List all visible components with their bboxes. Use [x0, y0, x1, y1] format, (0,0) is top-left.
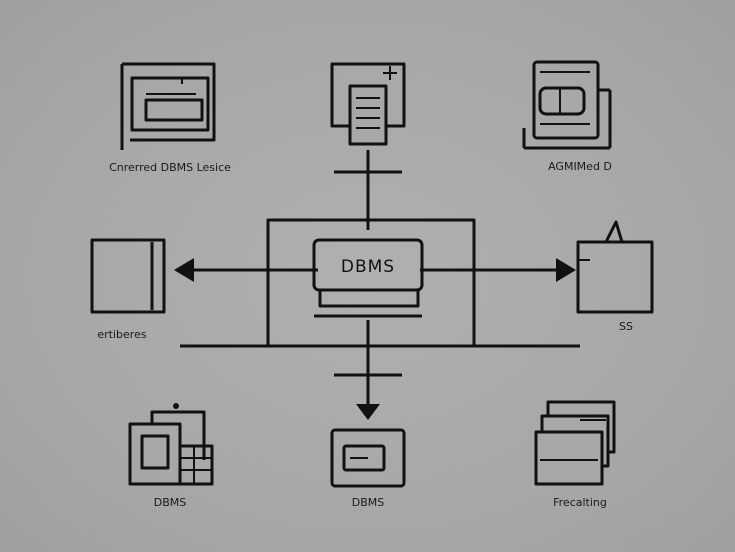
node-left: ertiberes	[90, 238, 166, 341]
server-box-body	[90, 238, 166, 314]
central-frame	[180, 218, 580, 348]
monitor-window-icon	[120, 62, 216, 150]
dbms-laptop-icon: DBMS	[312, 238, 424, 318]
tablet-content-pill	[538, 86, 586, 116]
node-right-label: SS	[619, 320, 633, 333]
document-grid-icon	[128, 403, 214, 486]
tablet-body	[532, 60, 600, 140]
device-body	[330, 428, 406, 488]
document-front	[348, 84, 388, 146]
node-top-left-label: Cnrerred DBMS Lesice	[109, 161, 231, 174]
card-front	[534, 430, 604, 486]
node-bottom-center: DBMS	[330, 428, 406, 509]
dbms-center-label: DBMS	[341, 257, 395, 277]
node-bottom-right: Frecalting	[534, 400, 616, 509]
node-top-left: Cnrerred DBMS Lesice	[109, 62, 231, 174]
central-frame-box	[266, 218, 476, 348]
node-top-center	[330, 62, 406, 146]
folder-body	[576, 240, 654, 314]
node-bottom-right-label: Frecalting	[553, 496, 607, 509]
dbms-laptop-base	[318, 288, 420, 308]
tablet-icon	[522, 60, 612, 150]
monitor-outer	[122, 62, 216, 142]
monitor-inner-frame	[130, 76, 210, 132]
doc-grid-back	[150, 410, 206, 460]
down-arrow-head	[356, 404, 380, 420]
doc-grid-table	[178, 444, 214, 486]
doc-grid-window	[140, 434, 170, 470]
folder-tab-icon	[576, 220, 654, 314]
folder-tab	[604, 220, 624, 243]
node-right: SS	[576, 220, 654, 333]
left-arrow	[174, 258, 318, 282]
stacked-cards-icon	[534, 400, 616, 486]
node-left-label: ertiberes	[97, 328, 146, 341]
documents-icon	[330, 62, 406, 146]
top-connector	[334, 150, 402, 230]
doc-grid-front	[128, 422, 182, 486]
device-icon	[330, 428, 406, 488]
left-arrow-head	[174, 258, 194, 282]
right-arrow	[420, 258, 576, 282]
node-bottom-center-label: DBMS	[352, 496, 385, 509]
bottom-connector	[334, 320, 402, 420]
node-top-right-label: AGMIMed D	[548, 160, 612, 173]
node-bottom-left-label: DBMS	[154, 496, 187, 509]
monitor-content-box	[144, 98, 204, 122]
device-screen	[342, 444, 386, 472]
server-box-icon	[90, 238, 166, 314]
doc-grid-dot	[173, 403, 179, 409]
node-bottom-left: DBMS	[128, 403, 214, 509]
right-arrow-head	[556, 258, 576, 282]
node-top-right: AGMIMed D	[522, 60, 612, 173]
